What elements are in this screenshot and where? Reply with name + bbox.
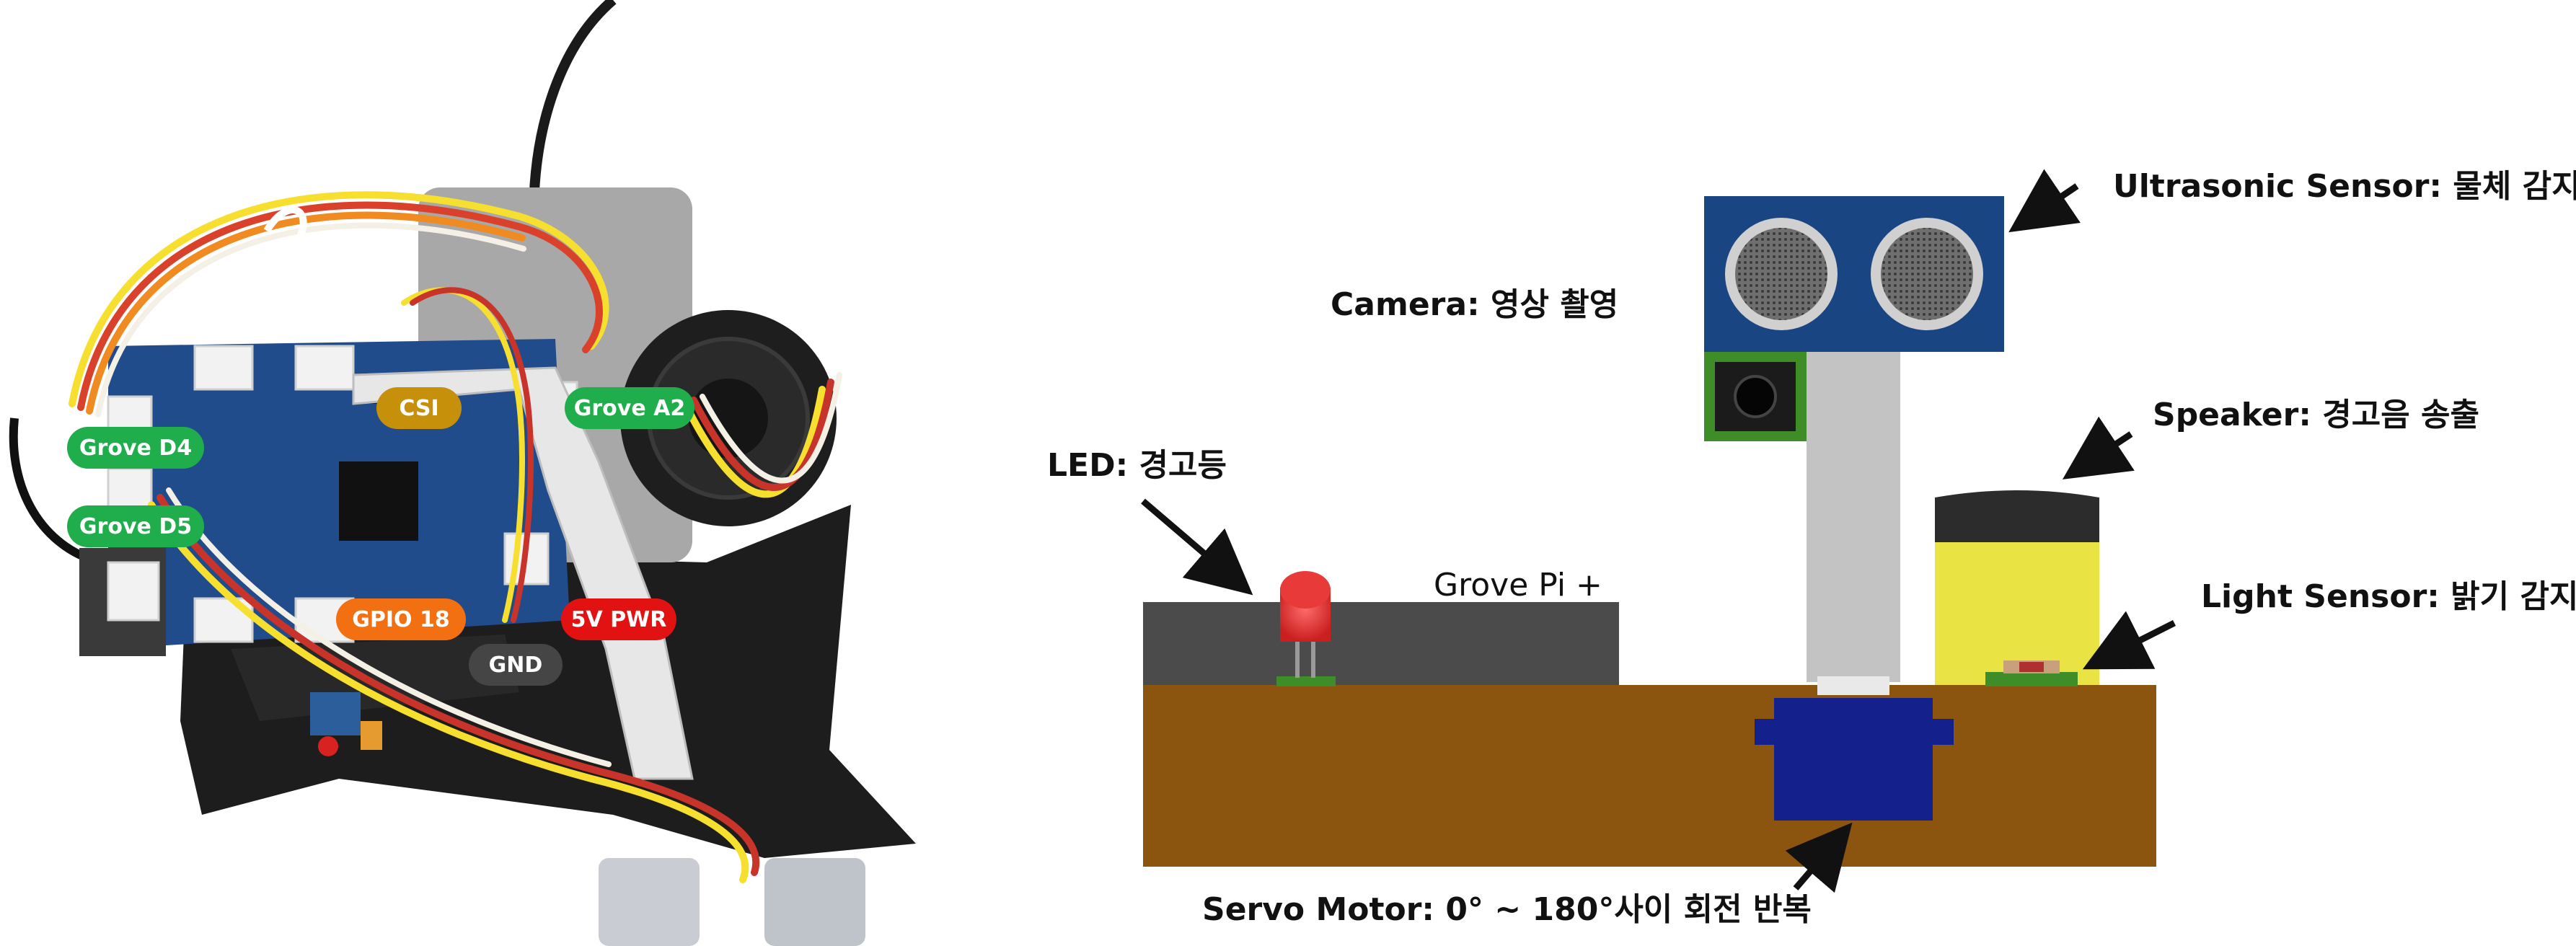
label-grove-a2: Grove A2 xyxy=(565,387,694,429)
label-grove-d4-text: Grove D4 xyxy=(79,436,192,461)
light-sensor-component xyxy=(1985,660,2078,686)
label-speaker: Speaker: 경고음 송출 xyxy=(2153,397,2479,433)
cable-tie xyxy=(263,206,307,247)
servo-motor-component xyxy=(1755,698,1954,821)
label-csi-bg xyxy=(376,387,462,429)
grove-pi-label: Grove Pi + xyxy=(1434,567,1602,604)
pointer-arrows xyxy=(1141,169,2176,893)
led-component xyxy=(1276,571,1336,686)
label-5v-pwr-text: 5V PWR xyxy=(571,607,667,632)
chassis-led-board xyxy=(310,692,361,735)
chip xyxy=(339,461,418,541)
label-grove-d4-bg xyxy=(67,427,204,469)
label-csi: CSI xyxy=(376,387,462,429)
label-camera: Camera: 영상 촬영 xyxy=(1331,286,1618,323)
servo-body xyxy=(1774,698,1933,821)
speaker-cone xyxy=(689,379,768,458)
ultrasonic-mesh-left xyxy=(1735,228,1827,320)
servo-coupler xyxy=(1817,676,1889,695)
led-pcb xyxy=(1276,676,1336,686)
chassis-connector xyxy=(361,721,382,750)
label-servo: Servo Motor: 0° ~ 180°사이 회전 반복 xyxy=(1202,891,1812,928)
speaker-cap xyxy=(1935,490,2099,542)
arrow-light-sensor xyxy=(2082,611,2176,670)
label-gpio-18-text: GPIO 18 xyxy=(352,607,449,632)
label-led: LED: 경고등 xyxy=(1047,447,1227,484)
grove-pi-block xyxy=(1143,602,1619,685)
label-gpio-18-bg xyxy=(336,598,466,640)
label-gnd: GND xyxy=(469,644,563,686)
chassis-led-red xyxy=(318,736,338,756)
label-gnd-bg xyxy=(469,644,563,686)
label-light-sensor: Light Sensor: 밝기 감지 xyxy=(2201,578,2576,615)
label-grove-d5-bg xyxy=(67,505,204,547)
label-csi-text: CSI xyxy=(399,396,438,421)
label-5v-pwr-bg xyxy=(561,598,676,640)
speaker-component xyxy=(1935,490,2099,685)
ultrasonic-cylinder-left xyxy=(599,858,700,946)
ultrasonic-sensor xyxy=(1704,196,2004,352)
light-sensor-pcb xyxy=(1985,672,2078,686)
ultrasonic-mesh-right xyxy=(1881,228,1973,320)
label-gpio-18: GPIO 18 xyxy=(336,598,466,640)
label-grove-d5-text: Grove D5 xyxy=(79,514,192,539)
usb-cable xyxy=(529,0,617,217)
label-grove-d4: Grove D4 xyxy=(67,427,204,469)
label-grove-a2-text: Grove A2 xyxy=(574,396,685,421)
label-grove-a2-bg xyxy=(565,387,694,429)
light-sensor-window xyxy=(2019,662,2044,672)
arrow-servo xyxy=(1785,822,1853,893)
ultrasonic-cylinder-right xyxy=(764,858,865,946)
camera-lens xyxy=(1734,375,1777,418)
led-dome xyxy=(1280,571,1331,609)
schematic-diagram: Grove Pi + xyxy=(1047,168,2576,928)
led-leg-right xyxy=(1311,635,1315,678)
camera-module xyxy=(1704,352,1807,441)
label-5v-pwr: 5V PWR xyxy=(561,598,676,640)
led-leg-left xyxy=(1295,635,1300,678)
label-ultrasonic: Ultrasonic Sensor: 물체 감지 xyxy=(2113,168,2576,205)
grove-wires xyxy=(69,191,842,883)
wooden-base xyxy=(1143,685,2156,867)
label-grove-d5: Grove D5 xyxy=(67,505,204,547)
arrow-led xyxy=(1141,498,1253,596)
arrow-ultrasonic xyxy=(2008,169,2081,233)
arrow-speaker xyxy=(2062,416,2135,479)
robot-photo xyxy=(9,0,916,946)
csi-ribbon xyxy=(352,366,694,780)
camera-pole xyxy=(1807,352,1900,682)
photo-labels: CSI Grove A2 Grove D4 Grove D5 GPIO 18 5… xyxy=(67,387,694,686)
label-gnd-text: GND xyxy=(489,653,543,678)
